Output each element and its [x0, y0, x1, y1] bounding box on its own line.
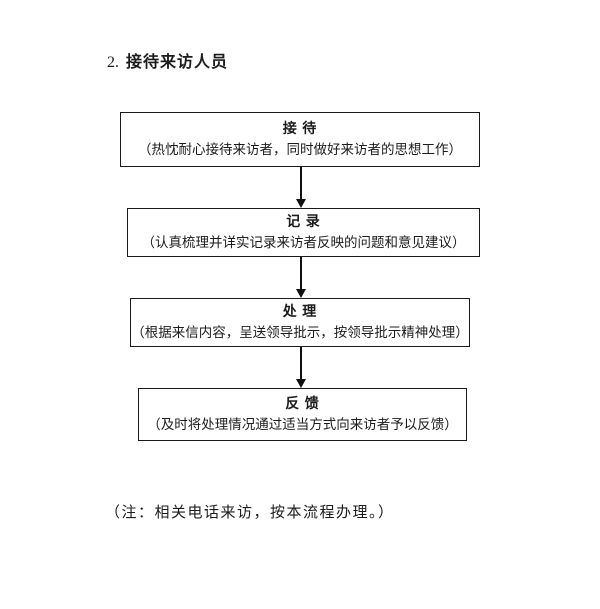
down-arrow-icon: [296, 257, 306, 298]
section-heading: 2. 接待来访人员: [107, 52, 228, 74]
arrow-head: [296, 379, 306, 388]
step-description: （热忱耐心接待来访者，同时做好来访者的思想工作）: [138, 141, 462, 157]
arrow-stem: [300, 167, 302, 201]
flow-step-process: 处 理 （根据来信内容，呈送领导批示，按领导批示精神处理）: [130, 298, 470, 347]
footnote: （注：相关电话来访，按本流程办理。）: [105, 505, 395, 521]
step-description: （及时将处理情况通过适当方式向来访者予以反馈）: [147, 416, 458, 432]
flow-step-feedback: 反 馈 （及时将处理情况通过适当方式向来访者予以反馈）: [138, 388, 467, 441]
down-arrow-icon: [296, 167, 306, 208]
step-title: 处 理: [282, 304, 318, 320]
step-description: （根据来信内容，呈送领导批示，按领导批示精神处理）: [131, 324, 469, 340]
arrow-head: [296, 199, 306, 208]
step-title: 反 馈: [285, 396, 320, 412]
section-title: 接待来访人员: [126, 54, 229, 71]
down-arrow-icon: [296, 347, 306, 388]
flow-step-reception: 接 待 （热忱耐心接待来访者，同时做好来访者的思想工作）: [120, 112, 480, 167]
arrow-stem: [300, 347, 302, 381]
flow-step-record: 记 录 （认真梳理并详实记录来访者反映的问题和意见建议）: [127, 208, 480, 257]
step-title: 接 待: [282, 121, 318, 137]
step-description: （认真梳理并详实记录来访者反映的问题和意见建议）: [141, 234, 466, 250]
section-number: 2.: [107, 54, 119, 71]
arrow-stem: [300, 257, 302, 291]
arrow-head: [296, 289, 306, 298]
step-title: 记 录: [286, 214, 321, 230]
